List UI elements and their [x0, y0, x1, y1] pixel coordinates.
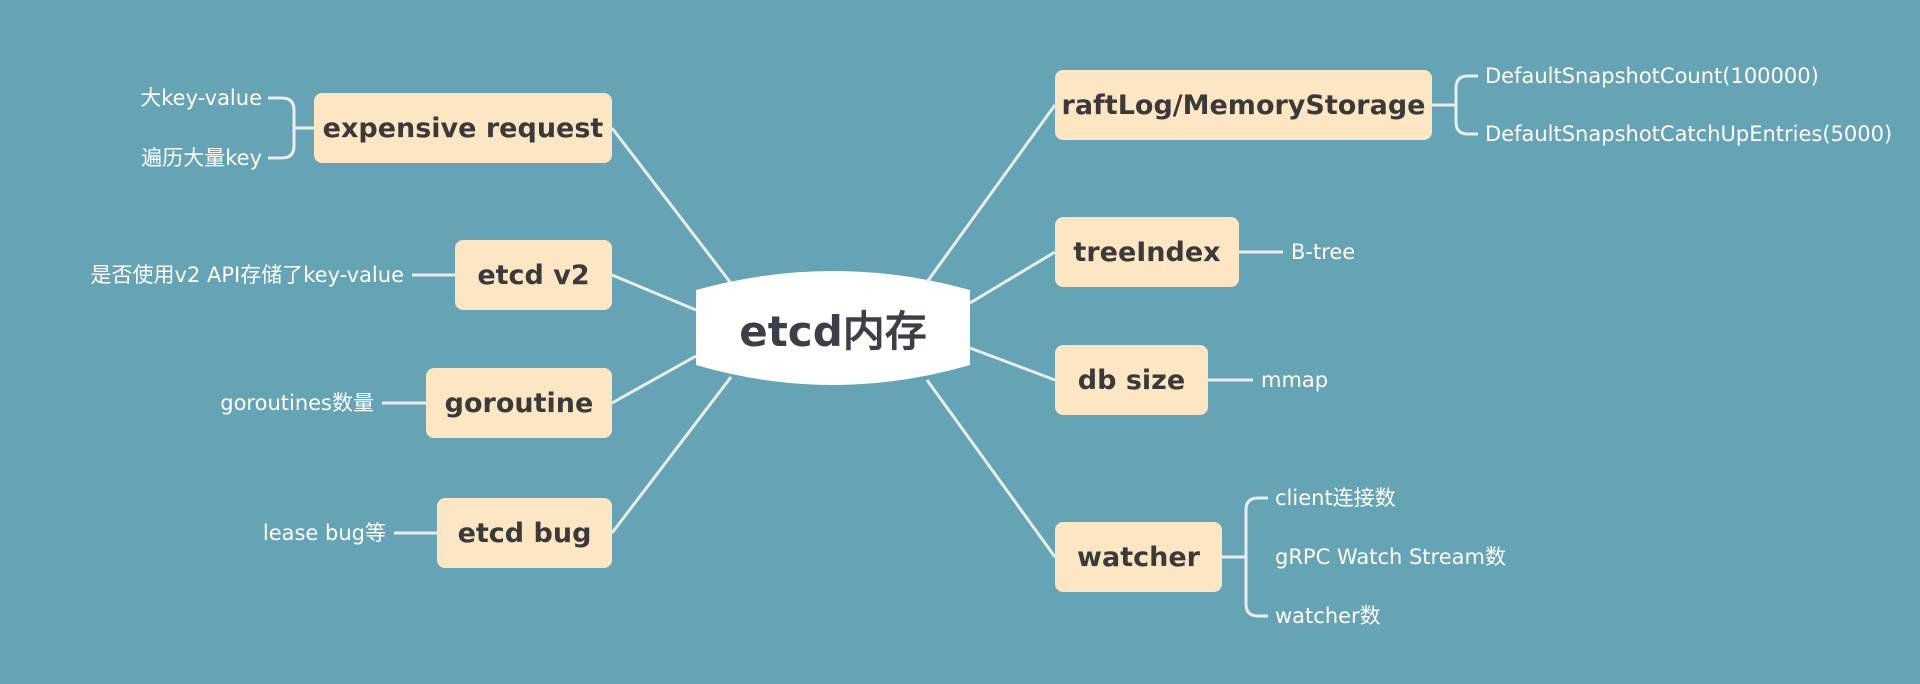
- node-label: etcd bug: [457, 517, 592, 549]
- center-shape: [696, 271, 970, 385]
- leaf-lease-bug: lease bug等: [262, 521, 386, 545]
- node-label: treeIndex: [1073, 236, 1221, 268]
- node-label: raftLog/MemoryStorage: [1061, 89, 1426, 121]
- node-etcd-v2[interactable]: etcd v2: [455, 240, 612, 310]
- leaf-traverse-keys: 遍历大量key: [141, 146, 262, 170]
- bracket-raftlog: [1432, 74, 1478, 136]
- bracket-expensive-request: [268, 96, 314, 160]
- node-raftlog-memorystorage[interactable]: raftLog/MemoryStorage: [1055, 70, 1432, 140]
- node-db-size[interactable]: db size: [1055, 345, 1208, 415]
- node-expensive-request[interactable]: expensive request: [314, 93, 612, 163]
- link-treeindex: [969, 250, 1056, 305]
- link-etcd-bug: [610, 376, 733, 534]
- center-node[interactable]: etcd内存: [696, 285, 970, 371]
- leaf-b-tree: B-tree: [1291, 240, 1356, 264]
- center-label: etcd内存: [739, 306, 927, 356]
- node-etcd-bug[interactable]: etcd bug: [437, 498, 612, 568]
- leaf-goroutines-count: goroutines数量: [220, 391, 374, 415]
- link-expensive-request: [610, 127, 732, 283]
- leaf-big-key-value: 大key-value: [140, 86, 262, 110]
- link-watcher: [925, 379, 1057, 558]
- leaf-default-snapshot-count: DefaultSnapshotCount(100000): [1485, 64, 1819, 88]
- link-etcd-v2: [611, 273, 697, 312]
- leaf-default-snapshot-catchup: DefaultSnapshotCatchUpEntries(5000): [1485, 122, 1893, 146]
- node-watcher[interactable]: watcher: [1055, 522, 1222, 592]
- node-label: etcd v2: [477, 259, 590, 291]
- link-goroutine: [611, 354, 697, 405]
- link-raftlog: [925, 104, 1057, 283]
- bracket-watcher: [1222, 496, 1268, 618]
- leaf-v2-api-storage: 是否使用v2 API存储了key-value: [90, 263, 404, 287]
- node-label: db size: [1077, 364, 1186, 396]
- leaf-mmap: mmap: [1261, 368, 1329, 392]
- node-label: goroutine: [444, 387, 594, 419]
- leaf-watcher-count: watcher数: [1275, 604, 1381, 628]
- node-treeindex[interactable]: treeIndex: [1055, 217, 1239, 287]
- link-dbsize: [969, 346, 1056, 382]
- node-label: expensive request: [322, 112, 604, 144]
- leaf-client-connections: client连接数: [1275, 486, 1396, 510]
- leaf-grpc-watch-stream: gRPC Watch Stream数: [1275, 545, 1506, 569]
- node-label: watcher: [1077, 541, 1200, 573]
- node-goroutine[interactable]: goroutine: [426, 368, 612, 438]
